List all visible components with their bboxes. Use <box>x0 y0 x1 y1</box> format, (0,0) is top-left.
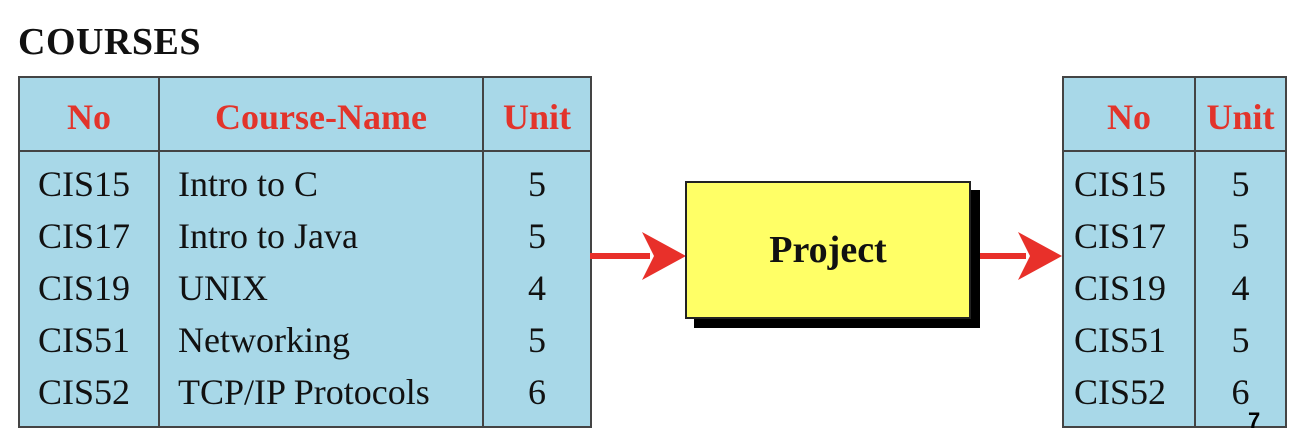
cell-no: CIS17 <box>1074 216 1167 256</box>
project-label: Project <box>769 229 887 271</box>
cell-unit: 4 <box>528 268 546 308</box>
table-row: CIS51 Networking 5 <box>20 314 590 366</box>
cell-no: CIS19 <box>38 268 131 308</box>
cell-course-name: Intro to C <box>178 164 318 204</box>
cell-unit: 5 <box>528 216 546 256</box>
arrow-right-icon <box>980 232 1062 280</box>
page-number: 7 <box>1248 408 1261 433</box>
source-table-header: No Course-Name Unit <box>20 78 590 152</box>
column-divider <box>1194 78 1196 426</box>
result-table-header: No Unit <box>1064 78 1285 152</box>
table-row: CIS19 UNIX 4 <box>20 262 590 314</box>
table-row: CIS15 5 <box>1064 158 1285 210</box>
table-row: CIS51 5 <box>1064 314 1285 366</box>
header-no: No <box>67 97 111 137</box>
table-row: CIS15 Intro to C 5 <box>20 158 590 210</box>
table-row: CIS19 4 <box>1064 262 1285 314</box>
table-row: CIS17 Intro to Java 5 <box>20 210 590 262</box>
relation-title: COURSES <box>18 21 201 63</box>
cell-unit: 6 <box>528 372 546 412</box>
cell-unit: 5 <box>528 320 546 360</box>
project-operation-box: Project <box>685 181 971 319</box>
header-course-name: Course-Name <box>215 97 427 137</box>
column-divider <box>482 78 484 426</box>
cell-no: CIS19 <box>1074 268 1167 308</box>
arrow-right-icon <box>590 232 686 280</box>
table-row: CIS17 5 <box>1064 210 1285 262</box>
cell-unit: 5 <box>528 164 546 204</box>
header-unit: Unit <box>1206 97 1275 137</box>
cell-no: CIS17 <box>38 216 131 256</box>
cell-no: CIS52 <box>38 372 131 412</box>
cell-unit: 5 <box>1231 216 1250 256</box>
cell-no: CIS15 <box>1074 164 1167 204</box>
table-row: CIS52 TCP/IP Protocols 6 <box>20 366 590 418</box>
cell-unit: 5 <box>1231 164 1250 204</box>
cell-no: CIS51 <box>1074 320 1167 360</box>
source-table: No Course-Name Unit CIS15 Intro to C 5 C… <box>18 76 592 428</box>
cell-no: CIS15 <box>38 164 131 204</box>
result-table: No Unit CIS15 5 CIS17 5 CIS19 4 CIS51 5 … <box>1062 76 1287 428</box>
cell-course-name: TCP/IP Protocols <box>178 372 430 412</box>
column-divider <box>158 78 160 426</box>
cell-no: CIS51 <box>38 320 131 360</box>
cell-unit: 6 <box>1231 372 1250 412</box>
table-row: CIS52 6 <box>1064 366 1285 418</box>
cell-unit: 4 <box>1231 268 1250 308</box>
cell-course-name: Networking <box>178 320 350 360</box>
cell-course-name: Intro to Java <box>178 216 358 256</box>
cell-no: CIS52 <box>1074 372 1167 412</box>
header-no: No <box>1107 97 1151 137</box>
header-unit: Unit <box>502 97 571 137</box>
cell-course-name: UNIX <box>178 268 268 308</box>
cell-unit: 5 <box>1231 320 1250 360</box>
